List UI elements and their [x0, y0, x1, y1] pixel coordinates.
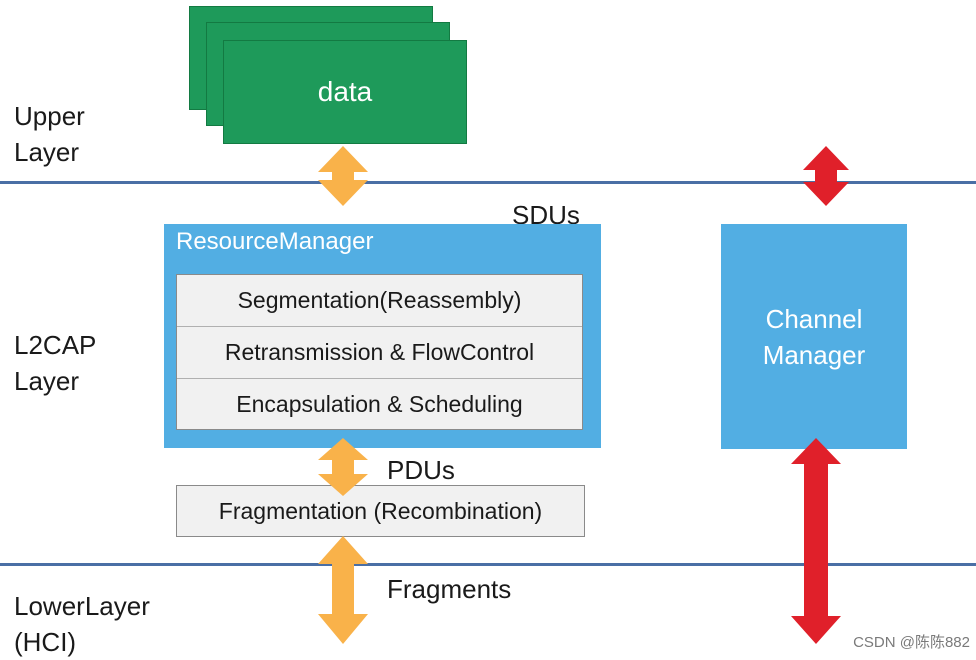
data-card-front: data [223, 40, 467, 144]
fragmentation-box: Fragmentation (Recombination) [176, 485, 585, 537]
encapsulation-row: Encapsulation & Scheduling [236, 391, 523, 417]
pdus-label: PDUs [387, 455, 455, 485]
arrow-channel-manager-to-lower [791, 438, 841, 644]
arrow-upper-to-rm [318, 146, 368, 206]
lower-layer-label: LowerLayer (HCI) [14, 591, 150, 657]
lower-divider-line [0, 563, 976, 566]
arrow-upper-to-channel-manager [803, 146, 849, 206]
upper-layer-label: Upper Layer [14, 101, 85, 167]
resource-manager-box: ResourceManager Segmentation(Reassembly)… [164, 224, 601, 448]
arrow-rm-to-fragmentation [318, 438, 368, 496]
resource-manager-title: ResourceManager [176, 228, 374, 255]
upper-divider-line [0, 181, 976, 184]
arrow-fragmentation-to-lower [318, 536, 368, 644]
fragments-label: Fragments [387, 574, 512, 604]
retransmission-row: Retransmission & FlowControl [177, 327, 582, 379]
channel-manager-box: Channel Manager [721, 224, 907, 449]
segmentation-row: Segmentation(Reassembly) [177, 275, 582, 327]
resource-manager-functions: Segmentation(Reassembly) Retransmission … [176, 274, 583, 430]
l2cap-layer-label: L2CAP Layer [14, 330, 97, 396]
data-label: data [317, 76, 373, 107]
watermark-text: CSDN @陈陈882 [853, 634, 970, 651]
